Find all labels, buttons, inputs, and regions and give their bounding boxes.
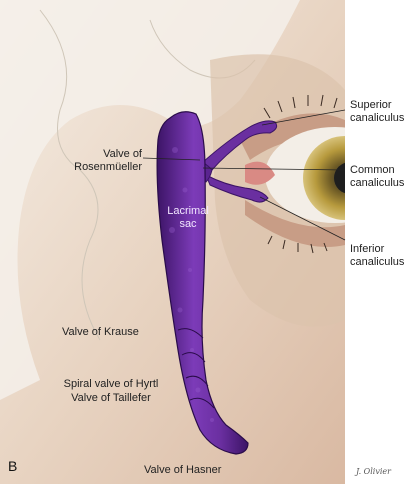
panel-letter: B bbox=[8, 458, 18, 474]
sac-texture bbox=[169, 147, 214, 422]
label-lacrimal-line1: Lacrimal bbox=[167, 205, 209, 217]
leader-superior bbox=[261, 109, 346, 126]
label-rosenmueller-line2: Rosenmüeller bbox=[74, 161, 142, 173]
label-common-canaliculus: Common canaliculus bbox=[350, 164, 404, 190]
leader-rosenmueller bbox=[142, 157, 201, 161]
label-valve-hasner: Valve of Hasner bbox=[144, 464, 222, 476]
label-lacrimal-sac: Lacrimal sac bbox=[164, 205, 212, 231]
artist-signature: J. Olivier bbox=[356, 467, 391, 476]
spiral-valve-ridges bbox=[177, 328, 215, 409]
label-superior-canaliculus: Superior canaliculus bbox=[350, 99, 404, 125]
label-common-line2: canaliculus bbox=[350, 177, 405, 189]
label-valve-taillefer: Valve of Taillefer bbox=[71, 392, 151, 404]
leader-lines bbox=[142, 109, 346, 241]
label-superior-line1: Superior bbox=[350, 99, 392, 111]
label-lacrimal-line2: sac bbox=[179, 218, 197, 230]
label-valve-krause: Valve of Krause bbox=[62, 326, 139, 338]
label-valve-rosenmueller: Valve of Rosenmüeller bbox=[62, 148, 142, 174]
label-rosenmueller-line1: Valve of bbox=[103, 148, 142, 160]
leader-common bbox=[202, 167, 346, 171]
label-inferior-canaliculus: Inferior canaliculus bbox=[350, 243, 404, 269]
inferior-canaliculus-shape bbox=[205, 173, 269, 203]
bone-suture bbox=[39, 9, 101, 341]
lacrimal-sac-shape bbox=[156, 111, 249, 455]
leader-inferior bbox=[259, 196, 346, 241]
superior-canaliculus-shape bbox=[202, 120, 278, 171]
label-superior-line2: canaliculus bbox=[350, 112, 405, 124]
eyelid-lower bbox=[245, 200, 345, 247]
label-common-line1: Common bbox=[350, 164, 395, 176]
label-valve-hyrtl: Spiral valve of Hyrtl bbox=[63, 378, 159, 390]
label-column-bg bbox=[345, 0, 413, 484]
eyelid-upper bbox=[240, 113, 345, 160]
caruncle bbox=[245, 161, 275, 185]
label-inferior-line2: canaliculus bbox=[350, 256, 405, 268]
eyelashes bbox=[263, 94, 338, 254]
label-inferior-line1: Inferior bbox=[350, 243, 385, 255]
